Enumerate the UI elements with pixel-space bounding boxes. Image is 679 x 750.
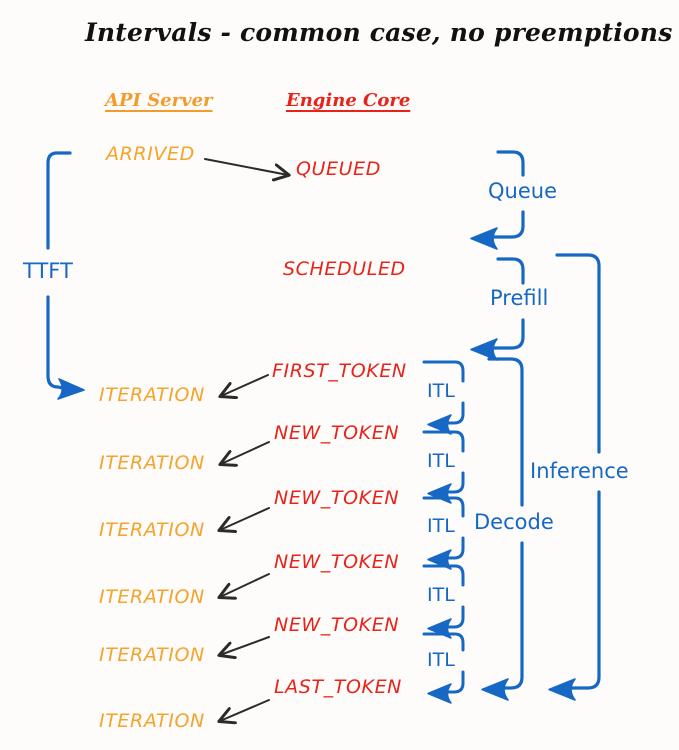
state-iteration-6: ITERATION — [99, 710, 205, 732]
state-scheduled: SCHEDULED — [283, 258, 406, 280]
interval-label-prefill: Prefill — [490, 286, 549, 310]
state-new-token-4: NEW_TOKEN — [274, 614, 400, 636]
interval-label-ttft: TTFT — [23, 259, 73, 283]
interval-label-itl-4: ITL — [427, 584, 455, 606]
state-iteration-3: ITERATION — [99, 519, 205, 541]
interval-label-itl-5: ITL — [427, 649, 455, 671]
state-arrived: ARRIVED — [106, 143, 195, 165]
state-iteration-2: ITERATION — [99, 452, 205, 474]
state-new-token-1: NEW_TOKEN — [274, 422, 400, 444]
state-first-token: FIRST_TOKEN — [272, 360, 407, 382]
page-title: Intervals - common case, no preemptions — [85, 18, 673, 47]
interval-label-queue: Queue — [488, 179, 557, 203]
state-new-token-3: NEW_TOKEN — [274, 551, 400, 573]
interval-label-decode: Decode — [474, 510, 554, 534]
state-iteration-5: ITERATION — [99, 644, 205, 666]
state-last-token: LAST_TOKEN — [274, 676, 402, 698]
state-new-token-2: NEW_TOKEN — [274, 487, 400, 509]
state-iteration-1: ITERATION — [99, 384, 205, 406]
interval-label-itl-3: ITL — [427, 515, 455, 537]
column-header-api-server: API Server — [105, 90, 213, 111]
column-header-engine-core: Engine Core — [286, 90, 411, 111]
interval-label-itl-2: ITL — [427, 450, 455, 472]
state-iteration-4: ITERATION — [99, 586, 205, 608]
interval-label-itl-1: ITL — [427, 380, 455, 402]
interval-label-inference: Inference — [530, 459, 629, 483]
state-queued: QUEUED — [296, 158, 382, 180]
